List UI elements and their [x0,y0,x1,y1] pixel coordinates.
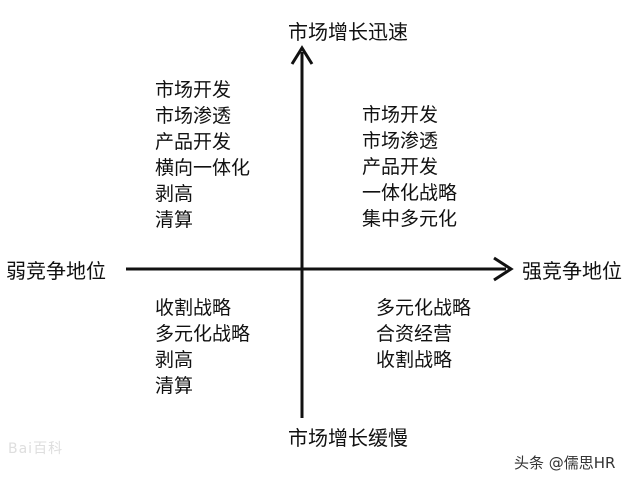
quadrant-bottom-right: 多元化战略 合资经营 收割战略 [376,295,471,373]
strategy-item: 合资经营 [376,323,453,345]
strategy-item: 产品开发 [362,156,439,178]
up-arrowhead [290,45,314,65]
strategy-item: 收割战略 [155,297,232,319]
quadrant-bottom-left: 收割战略 多元化战略 剥高 清算 [155,295,250,399]
strategy-item: 清算 [155,375,194,397]
quadrant-top-left: 市场开发 市场渗透 产品开发 横向一体化 剥高 清算 [155,77,250,233]
strategy-item: 市场开发 [155,79,232,101]
strategy-item: 收割战略 [376,349,453,371]
axis-label-slow-growth: 市场增长缓慢 [288,426,408,450]
axis-label-strong-position: 强竞争地位 [522,259,622,283]
right-arrowhead [493,256,514,282]
strategy-item: 市场渗透 [155,105,232,127]
strategy-item: 产品开发 [155,131,232,153]
strategy-item: 横向一体化 [155,157,251,179]
strategy-item: 集中多元化 [362,208,458,230]
strategy-item: 清算 [155,209,194,231]
credit-watermark: 头条 @儒思HR [514,454,616,472]
strategy-item: 剥高 [155,349,194,371]
strategy-item: 多元化战略 [376,297,472,319]
strategy-item: 一体化战略 [362,182,458,204]
axis-label-fast-growth: 市场增长迅速 [288,20,408,44]
strategy-item: 市场渗透 [362,130,439,152]
strategy-item: 市场开发 [362,104,439,126]
source-watermark: Bai百科 [8,441,64,457]
axis-label-weak-position: 弱竞争地位 [6,259,106,283]
quadrant-top-right: 市场开发 市场渗透 产品开发 一体化战略 集中多元化 [362,102,457,232]
strategy-item: 剥高 [155,183,194,205]
strategy-item: 多元化战略 [155,323,251,345]
